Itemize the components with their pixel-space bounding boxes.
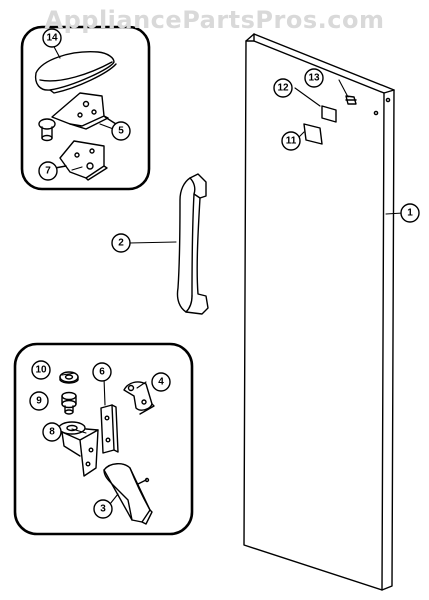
callout-circles	[29, 28, 420, 519]
bottom-hinge-inset	[13, 342, 194, 536]
hinge-bracket-part	[123, 381, 155, 415]
callout-10: 10	[35, 365, 47, 376]
hinge-shim-part	[43, 140, 108, 181]
callout-13: 13	[308, 73, 320, 84]
callout-8: 8	[49, 427, 55, 438]
callout-11: 11	[286, 136, 297, 147]
door-label-part	[303, 123, 323, 145]
callout-14: 14	[46, 33, 58, 44]
lower-hinge-cover-part	[103, 463, 153, 525]
callout-4: 4	[158, 377, 164, 388]
door-panel-part	[243, 33, 395, 591]
spacer-plate-part	[100, 404, 119, 454]
top-hinge-inset	[20, 25, 151, 191]
door-handle-part	[176, 173, 209, 315]
callout-9: 9	[36, 396, 42, 407]
callout-6: 6	[99, 367, 105, 378]
callout-7: 7	[45, 166, 51, 177]
hinge-cover-part	[34, 51, 117, 94]
callout-12: 12	[277, 83, 289, 94]
leader-lines	[51, 42, 404, 505]
top-hinge-part	[38, 92, 117, 142]
callout-1: 1	[407, 208, 413, 219]
door-screw-part	[345, 95, 357, 105]
door-clip-part	[321, 105, 337, 123]
callout-5: 5	[118, 126, 124, 137]
callout-3: 3	[100, 504, 106, 515]
washer-part	[59, 371, 79, 384]
lower-hinge-part	[58, 421, 99, 477]
hinge-pin-part	[61, 391, 77, 415]
callout-2: 2	[118, 238, 124, 249]
